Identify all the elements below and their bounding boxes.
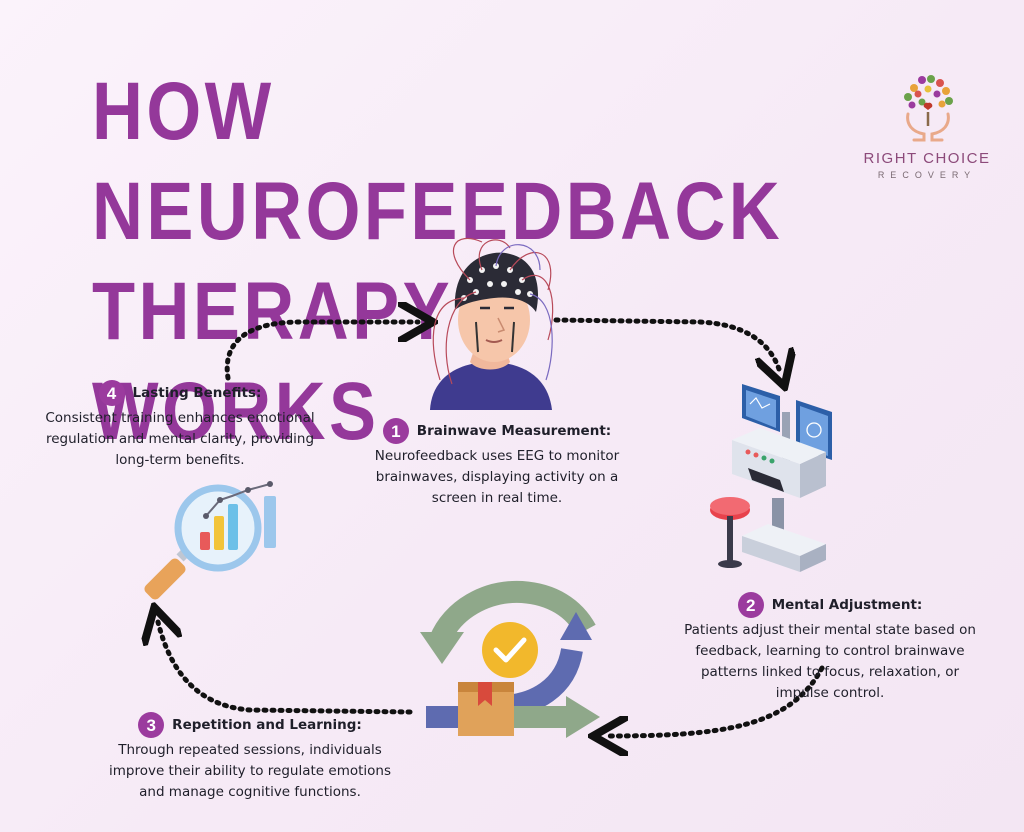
step-number-badge: 3: [138, 712, 165, 738]
brand-subtitle: RECOVERY: [877, 170, 977, 180]
arrow-3-to-4: [158, 622, 413, 715]
step-4: 4 Lasting Benefits: Consistent training …: [30, 380, 330, 471]
step-number-badge: 4: [98, 380, 125, 406]
brand-logo: RIGHT CHOICE RECOVERY: [852, 70, 1002, 185]
brand-name: RIGHT CHOICE: [863, 150, 991, 167]
step-number-badge: 1: [382, 418, 409, 444]
step-description: Through repeated sessions, individuals i…: [108, 742, 392, 800]
cycle-arrows-icon: [420, 580, 600, 738]
step-title: Brainwave Measurement:: [416, 422, 612, 439]
arrow-4-to-1: [224, 322, 418, 381]
arrow-2-to-3: [608, 665, 825, 736]
step-title: Lasting Benefits:: [132, 384, 262, 401]
step-1: 1 Brainwave Measurement: Neurofeedback u…: [362, 418, 632, 509]
title-line-2: THERAPY WORKS: [92, 266, 452, 457]
title-line-1: HOW NEUROFEEDBACK: [92, 66, 784, 257]
tree-hands-icon: [904, 75, 953, 142]
step-title: Repetition and Learning:: [172, 716, 362, 733]
step-2: 2 Mental Adjustment: Patients adjust the…: [680, 592, 980, 704]
step-description: Consistent training enhances emotional r…: [45, 410, 315, 468]
computer-workstation-icon: [710, 384, 832, 572]
step-description: Neurofeedback uses EEG to monitor brainw…: [374, 448, 620, 506]
step-title: Mental Adjustment:: [771, 596, 923, 613]
step-description: Patients adjust their mental state based…: [684, 622, 976, 701]
step-3: 3 Repetition and Learning: Through repea…: [95, 712, 405, 803]
eeg-cap-person-icon: [430, 237, 554, 410]
arrow-1-to-2: [553, 317, 780, 372]
step-number-badge: 2: [737, 592, 764, 618]
magnifier-chart-icon: [144, 481, 276, 600]
page-title: HOW NEUROFEEDBACK THERAPY WORKS: [92, 62, 780, 462]
